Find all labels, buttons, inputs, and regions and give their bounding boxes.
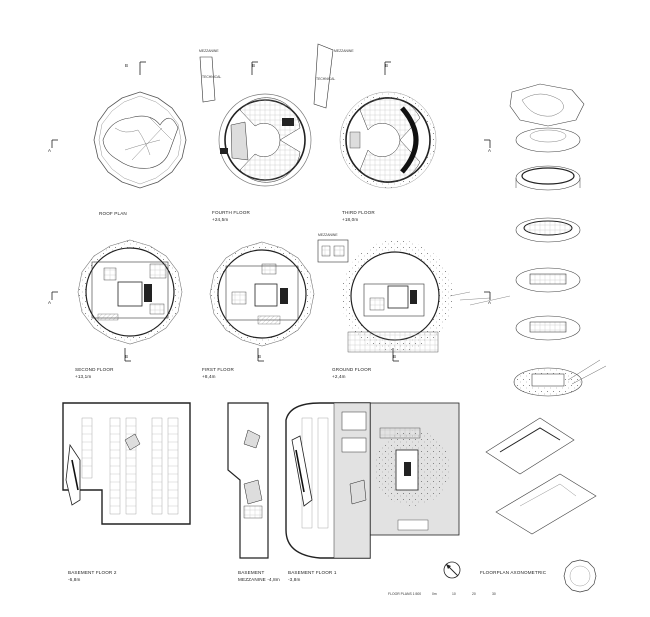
third-floor-plan: MEZZANINE TECHNICAL B THIRD FLOOR +18,0m xyxy=(313,43,437,222)
basement-floor-2-plan: BASEMENT FLOOR 2 -6,8m xyxy=(62,402,191,582)
section-marker-a-left: A xyxy=(48,139,58,153)
plan-level: +13,1m xyxy=(75,374,91,379)
technical-box xyxy=(313,43,334,109)
plan-title: GROUND FLOOR xyxy=(332,367,372,372)
plan-level: +2,4m xyxy=(332,374,346,379)
plan-level: +24,5m xyxy=(212,217,228,222)
plan-title: BASEMENT xyxy=(238,570,265,575)
site-outline-icon xyxy=(563,559,597,593)
plan-level: -3,8m xyxy=(288,577,301,582)
plan-level: -6,8m xyxy=(68,577,81,582)
roof-plan: B ROOF PLAN xyxy=(93,61,187,216)
second-floor-plan: SECOND FLOOR +13,1m B xyxy=(75,239,183,379)
technical-label: TECHNICAL xyxy=(202,75,221,79)
plan-title: FOURTH FLOOR xyxy=(212,210,250,215)
scale-note: FLOOR PLANS 1:500 xyxy=(388,592,421,596)
plan-title: THIRD FLOOR xyxy=(342,210,375,215)
technical-label: TECHNICAL xyxy=(316,77,335,81)
basement-floor-1-plan: BASEMENT FLOOR 1 -3,8m xyxy=(285,402,460,582)
ground-mezzanine-box xyxy=(317,239,349,263)
svg-text:B: B xyxy=(385,63,388,68)
axonometric-title: FLOORPLAN AXONOMETRIC xyxy=(480,570,547,575)
svg-text:B: B xyxy=(258,354,261,359)
plan-title: BASEMENT FLOOR 1 xyxy=(288,570,337,575)
scale-tick: 0m xyxy=(432,592,437,596)
scale-tick: 20 xyxy=(472,592,476,596)
floorplan-axonometric: FLOORPLAN AXONOMETRIC xyxy=(480,83,607,575)
svg-text:A: A xyxy=(48,148,51,153)
first-floor-plan: FIRST FLOOR +8,4m B xyxy=(202,241,315,379)
north-arrow-icon xyxy=(443,561,461,579)
scale-tick: 30 xyxy=(492,592,496,596)
section-marker-a-right: A xyxy=(484,139,491,153)
svg-text:B: B xyxy=(125,354,128,359)
plan-level: +18,0m xyxy=(342,217,358,222)
svg-text:A: A xyxy=(488,148,491,153)
scale-bar: FLOOR PLANS 1:500 0m 10 20 30 xyxy=(388,592,496,596)
svg-text:B: B xyxy=(252,63,255,68)
mezzanine-label: MEZZANINE xyxy=(334,49,354,53)
plan-title: SECOND FLOOR xyxy=(75,367,114,372)
plan-title: FIRST FLOOR xyxy=(202,367,234,372)
scale-tick: 10 xyxy=(452,592,456,596)
section-marker-a-left-row2: A xyxy=(48,291,58,305)
basement-mezzanine-plan: BASEMENT MEZZANINE -4,8m xyxy=(227,402,280,582)
technical-box xyxy=(199,56,216,103)
mezzanine-label: MEZZANINE xyxy=(199,49,219,53)
ground-floor-plan: MEZZANINE GROUND FLOOR +2,4m B xyxy=(317,233,511,379)
section-marker-b: B xyxy=(125,63,128,68)
svg-text:A: A xyxy=(48,300,51,305)
plan-level: MEZZANINE -4,8m xyxy=(238,577,280,582)
fourth-floor-plan: MEZZANINE TECHNICAL B FOURTH FLOOR +24,5… xyxy=(199,49,312,222)
plan-level: +8,4m xyxy=(202,374,216,379)
mezzanine-label: MEZZANINE xyxy=(318,233,338,237)
svg-text:B: B xyxy=(393,354,396,359)
svg-text:A: A xyxy=(488,300,491,305)
plan-title: BASEMENT FLOOR 2 xyxy=(68,570,117,575)
plan-title: ROOF PLAN xyxy=(99,211,127,216)
section-marker-a-right-row2: A xyxy=(484,291,491,305)
